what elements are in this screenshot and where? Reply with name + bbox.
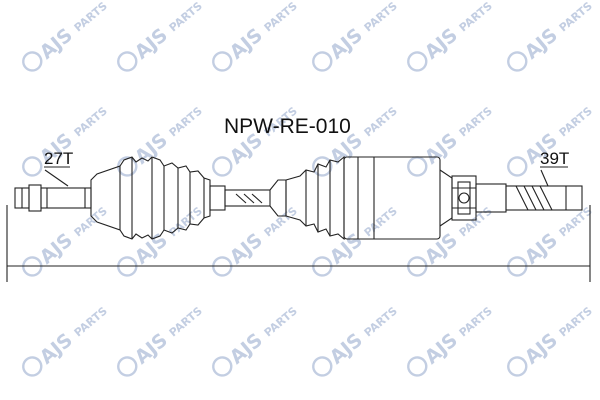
watermark-emblem-icon	[507, 156, 528, 177]
watermark-text: AJS	[36, 329, 77, 369]
watermark-subtext: PARTS	[167, 204, 205, 239]
watermark-text: AJS	[421, 329, 462, 369]
watermark-emblem-icon	[407, 256, 428, 277]
watermark-emblem-icon	[22, 256, 43, 277]
watermark-text: AJS	[36, 24, 77, 64]
watermark-subtext: PARTS	[72, 0, 110, 34]
watermark-text: AJS	[521, 329, 562, 369]
watermark-subtext: PARTS	[167, 304, 205, 339]
watermark-subtext: PARTS	[457, 304, 495, 339]
watermark-emblem-icon	[22, 356, 43, 377]
watermark-subtext: PARTS	[362, 0, 400, 34]
watermark-text: AJS	[36, 229, 77, 269]
left-spline-shaft	[14, 184, 92, 212]
watermark-text: AJS	[326, 329, 367, 369]
watermark-emblem-icon	[312, 356, 333, 377]
watermark-subtext: PARTS	[457, 0, 495, 34]
watermark-subtext: PARTS	[362, 304, 400, 339]
watermark-subtext: PARTS	[167, 104, 205, 139]
watermark-emblem-icon	[117, 356, 138, 377]
watermark-subtext: PARTS	[557, 304, 595, 339]
watermark-emblem-icon	[212, 356, 233, 377]
watermark-emblem-icon	[507, 356, 528, 377]
watermark-text: AJS	[421, 24, 462, 64]
watermark-text: AJS	[131, 24, 172, 64]
watermark-text: AJS	[131, 129, 172, 169]
watermark-emblem-icon	[407, 356, 428, 377]
watermark-emblem-icon	[117, 256, 138, 277]
watermark-text: AJS	[421, 129, 462, 169]
watermark-text: AJS	[521, 24, 562, 64]
watermark-subtext: PARTS	[557, 0, 595, 34]
watermark-emblem-icon	[22, 51, 43, 72]
watermark-text: AJS	[521, 229, 562, 269]
watermark-subtext: PARTS	[72, 104, 110, 139]
watermark-emblem-icon	[312, 51, 333, 72]
watermark-emblem-icon	[22, 156, 43, 177]
watermark-emblem-icon	[212, 156, 233, 177]
watermark-text: AJS	[226, 24, 267, 64]
watermark-text: AJS	[326, 24, 367, 64]
part-number-title: NPW-RE-010	[224, 115, 351, 138]
left-spline-label: 27T	[44, 149, 73, 168]
watermark-subtext: PARTS	[167, 0, 205, 34]
watermark-emblem-icon	[407, 156, 428, 177]
right-spline-label: 39T	[540, 149, 569, 168]
watermark-subtext: PARTS	[362, 204, 400, 239]
watermark-emblem-icon	[407, 51, 428, 72]
watermark-text: AJS	[131, 329, 172, 369]
watermark-text: AJS	[226, 329, 267, 369]
inner-cv-joint-housing	[343, 156, 453, 240]
watermark-subtext: PARTS	[557, 104, 595, 139]
watermark-emblem-icon	[312, 256, 333, 277]
length-dimension-line	[6, 205, 591, 282]
watermark-emblem-icon	[212, 51, 233, 72]
watermark-layer: AJSPARTSAJSPARTSAJSPARTSAJSPARTSAJSPARTS…	[22, 0, 595, 377]
watermark-subtext: PARTS	[72, 304, 110, 339]
watermark-emblem-icon	[117, 51, 138, 72]
bearing-ring	[451, 175, 477, 221]
watermark-emblem-icon	[507, 51, 528, 72]
left-label-leader	[44, 169, 69, 187]
watermark-subtext: PARTS	[262, 204, 300, 239]
outer-cv-joint-boot	[90, 156, 211, 240]
watermark-subtext: PARTS	[457, 104, 495, 139]
watermark-subtext: PARTS	[362, 104, 400, 139]
central-shaft	[209, 179, 287, 217]
inner-cv-joint-boot	[285, 155, 345, 241]
right-spline-shaft	[475, 183, 583, 213]
watermark-emblem-icon	[507, 256, 528, 277]
watermark-emblem-icon	[212, 256, 233, 277]
watermark-text: AJS	[421, 229, 462, 269]
watermark-subtext: PARTS	[262, 304, 300, 339]
watermark-subtext: PARTS	[262, 0, 300, 34]
right-label-leader	[540, 169, 549, 187]
watermark-text: AJS	[226, 229, 267, 269]
